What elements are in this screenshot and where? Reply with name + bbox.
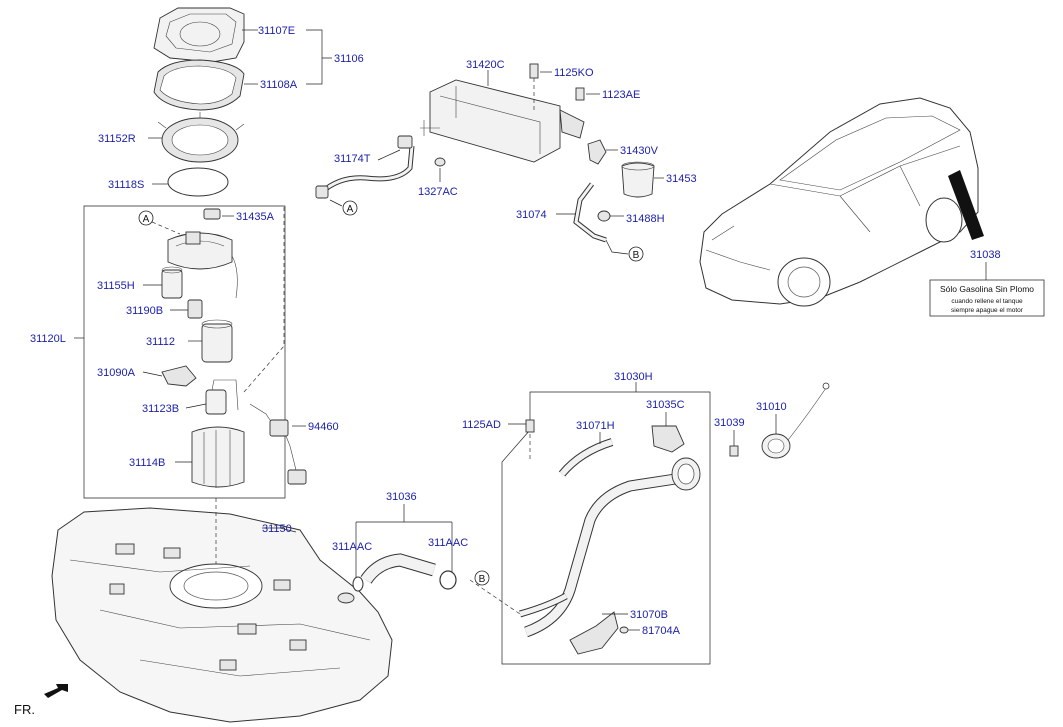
canister-bolt-1125ko (529, 63, 539, 112)
clip-1327ac (434, 157, 446, 167)
label-31435a: 31435A (236, 211, 275, 223)
label-311aac-right: 311AAC (428, 537, 468, 549)
label-31118s: 31118S (108, 179, 144, 191)
vapor-hose-31174t (315, 135, 415, 199)
front-direction-label: FR. (14, 702, 35, 717)
label-1125ko: 1125KO (554, 67, 594, 79)
filler-head (671, 457, 701, 491)
label-31035c: 31035C (646, 399, 685, 411)
valve-31430v (587, 139, 607, 165)
label-31071h: 31071H (576, 420, 615, 432)
pump-flange (167, 231, 238, 299)
clip-31488h (597, 210, 611, 222)
label-81704a: 81704A (642, 625, 681, 637)
bolt-1125ad (525, 419, 535, 433)
label-31420c: 31420C (466, 59, 505, 71)
fuel-level-sender (249, 403, 307, 485)
label-31123b: 31123B (142, 403, 179, 415)
front-direction-indicator: FR. (14, 684, 68, 717)
fill-hose-31036 (360, 553, 436, 584)
label-1125ad: 1125AD (462, 419, 501, 431)
decal-line-2: cuando rellene el tanque (951, 298, 1023, 305)
label-1123ae: 1123AE (602, 89, 640, 101)
pump-bracket-plate (161, 365, 197, 387)
label-31174t: 31174T (334, 153, 371, 165)
pump-reservoir (191, 426, 245, 488)
ref-a-label-1: A (143, 214, 150, 225)
label-31155h: 31155H (97, 280, 135, 292)
label-31152r: 31152R (98, 133, 136, 145)
ref-circle-b-hose: B (628, 246, 644, 262)
filler-neck-pipe (519, 472, 683, 638)
bracket-31035c (651, 425, 685, 453)
vehicle-illustration (699, 97, 984, 307)
label-31114b: 31114B (129, 457, 165, 469)
pump-gasket-ring (153, 59, 245, 111)
breather-hose-31071h (558, 438, 614, 477)
label-1327ac: 1327AC (418, 186, 458, 198)
ref-circle-a-top: A (138, 210, 154, 226)
air-filter-31453 (621, 161, 655, 198)
pump-motor-small (205, 379, 239, 415)
part-labels: 31107E 31106 31108A 31152R 31118S 31435A… (30, 25, 1001, 637)
protector-31070b (569, 611, 619, 655)
label-31010: 31010 (756, 401, 787, 413)
fuel-decal-31038: Sólo Gasolina Sin Plomo cuando rellene e… (929, 279, 1045, 317)
label-31430v: 31430V (620, 145, 659, 157)
label-31090a: 31090A (97, 367, 136, 379)
leader-lines (74, 29, 987, 631)
label-31036: 31036 (386, 491, 417, 503)
label-31038: 31038 (970, 249, 1001, 261)
ref-b-label-2: B (479, 574, 486, 585)
fuel-pump-motor (201, 319, 233, 363)
fuel-tank-31150 (51, 507, 393, 723)
arrow-left-icon (44, 684, 68, 698)
fuel-cap-31010 (761, 382, 830, 459)
bolt-31039 (729, 445, 739, 457)
bolt-81704a (619, 626, 629, 634)
ref-circle-b-filler: B (474, 570, 490, 586)
label-31453: 31453 (666, 173, 697, 185)
label-31150: 31150 (262, 523, 292, 535)
label-94460: 94460 (308, 421, 339, 433)
decal-line-3: siempre apague el motor (951, 307, 1024, 314)
label-31030h: 31030H (614, 371, 653, 383)
label-31107e: 31107E (258, 25, 295, 37)
label-31112: 31112 (146, 336, 175, 348)
canister-bolt-1123ae (575, 87, 585, 101)
label-31488h: 31488H (626, 213, 665, 225)
hose-31074 (573, 182, 607, 243)
ref-a-label-2: A (347, 204, 354, 215)
label-31190b: 31190B (126, 305, 163, 317)
filler-assembly-bracket (501, 391, 711, 665)
label-31106: 31106 (334, 53, 364, 65)
fuel-filter (161, 266, 183, 299)
label-31039: 31039 (714, 417, 745, 429)
ref-b-label-1: B (633, 250, 640, 261)
decal-line-1: Sólo Gasolina Sin Plomo (940, 284, 1034, 294)
connector-clip (203, 208, 221, 220)
pump-assembly-bracket (83, 205, 286, 499)
o-ring-seal (167, 167, 229, 197)
hose-clamp-left (352, 576, 364, 592)
label-31070b: 31070B (630, 609, 668, 621)
label-31120l: 31120L (30, 333, 66, 345)
label-311aac-left: 311AAC (332, 541, 372, 553)
pressure-regulator (187, 299, 203, 319)
pump-cover-plate (153, 7, 245, 63)
label-31074: 31074 (516, 209, 547, 221)
hose-clamp-right (439, 570, 457, 590)
lock-ring (157, 112, 245, 163)
charcoal-canister (420, 79, 585, 163)
ref-circle-a-hose: A (342, 200, 358, 216)
label-31108a: 31108A (260, 79, 298, 91)
